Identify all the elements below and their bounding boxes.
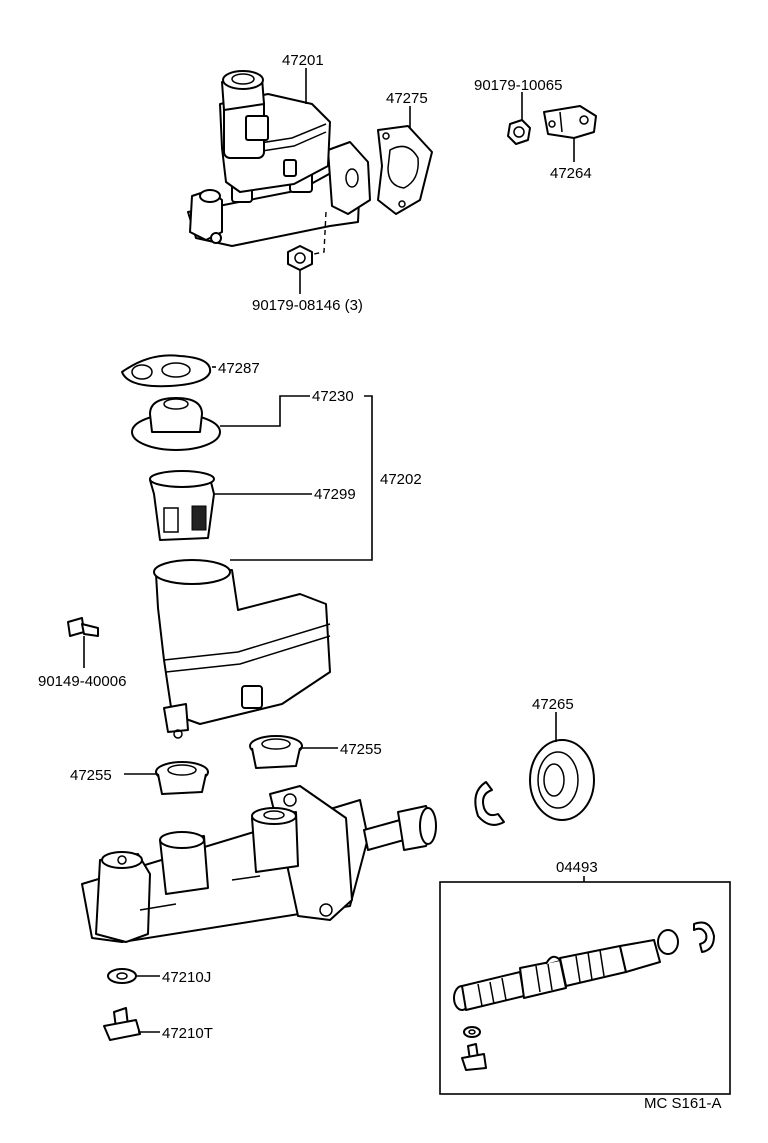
kit-piston-assembly xyxy=(453,929,679,1011)
kit-snap-ring xyxy=(693,921,715,953)
gasket-47275 xyxy=(377,125,433,215)
label-47210J: 47210J xyxy=(162,969,211,986)
master-cylinder-body xyxy=(81,785,437,943)
label-90179-10065: 90179-10065 xyxy=(474,77,562,94)
kit-bolt xyxy=(461,1043,487,1071)
label-47264: 47264 xyxy=(550,165,592,182)
screw-90149-40006 xyxy=(67,617,99,637)
label-04493: 04493 xyxy=(556,859,598,876)
label-47299: 47299 xyxy=(314,486,356,503)
strainer-47299 xyxy=(149,470,215,541)
cap-47230 xyxy=(131,397,221,451)
master-cylinder-assembly xyxy=(187,70,371,257)
bracket-47264 xyxy=(543,105,597,139)
label-90179-08146: 90179-08146 (3) xyxy=(252,297,363,314)
nut-90179-08146 xyxy=(287,245,313,271)
label-47255-right: 47255 xyxy=(340,741,382,758)
snap-ring xyxy=(474,781,505,826)
label-90149-40006: 90149-40006 xyxy=(38,673,126,690)
label-47202: 47202 xyxy=(380,471,422,488)
label-47255-left: 47255 xyxy=(70,767,112,784)
seal-47265 xyxy=(529,739,595,821)
grommet-47255-right xyxy=(249,735,303,769)
label-47210T: 47210T xyxy=(162,1025,213,1042)
label-47230: 47230 xyxy=(312,388,354,405)
label-47265: 47265 xyxy=(532,696,574,713)
label-47287: 47287 xyxy=(218,360,260,377)
label-47275: 47275 xyxy=(386,90,428,107)
bolt-47210T xyxy=(103,1007,141,1041)
label-47201: 47201 xyxy=(282,52,324,69)
kit-washer xyxy=(463,1026,481,1038)
repair-kit-box xyxy=(439,881,731,1095)
washer-47210J xyxy=(107,968,137,984)
nut-90179-10065 xyxy=(507,119,531,145)
reservoir-tank xyxy=(153,559,331,739)
gasket-47287 xyxy=(121,354,212,388)
grommet-47255-left xyxy=(155,761,209,795)
diagram-code: MC S161-A xyxy=(644,1095,722,1112)
